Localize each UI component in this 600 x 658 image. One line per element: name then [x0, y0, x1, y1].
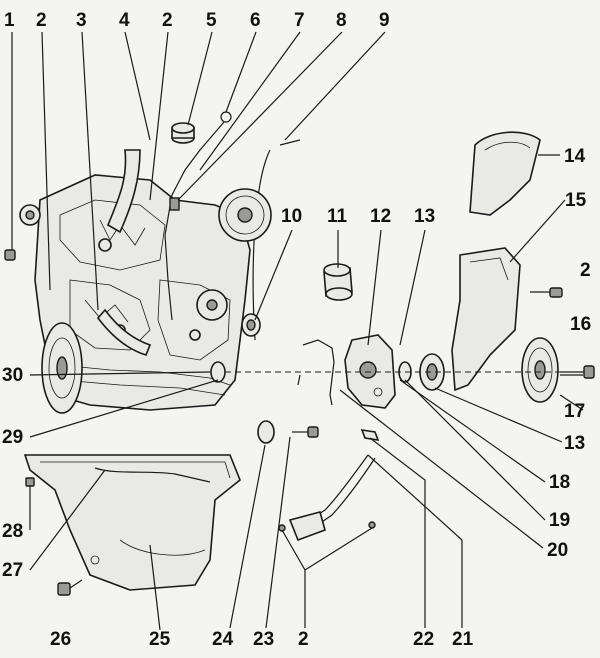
callout-21: 21: [452, 629, 474, 650]
callout-18: 18: [549, 472, 570, 493]
callout-26: 26: [50, 629, 71, 650]
callout-9: 9: [379, 10, 390, 31]
callout-11: 11: [327, 206, 348, 227]
callout-20: 20: [547, 540, 568, 561]
coolant-flange: [19, 204, 41, 226]
callout-13-top: 13: [414, 206, 435, 227]
callout-6: 6: [250, 10, 261, 31]
callout-16: 16: [570, 314, 591, 335]
callout-10: 10: [281, 206, 302, 227]
bolt-1: [4, 249, 16, 261]
camshaft-pulley: [218, 188, 272, 242]
oil-pan-gasket: [94, 467, 211, 483]
callout-24: 24: [212, 629, 234, 650]
callout-5: 5: [206, 10, 217, 31]
oil-filler-cap: [171, 122, 195, 144]
gasket-piece: [360, 429, 380, 441]
callout-8: 8: [336, 10, 347, 31]
callout-2-right: 2: [580, 260, 591, 281]
callout-1: 1: [4, 10, 15, 31]
leader-lines: [11, 31, 584, 631]
guide-roller: [323, 263, 353, 301]
callout-22: 22: [413, 629, 434, 650]
tensioner-roller: [241, 313, 261, 337]
cover-bolt: [530, 287, 563, 298]
engine-block: [34, 174, 251, 411]
callout-17: 17: [564, 401, 585, 422]
drain-plug: [57, 555, 100, 596]
callout-7: 7: [294, 10, 305, 31]
drain-bolt: [292, 426, 319, 438]
oil-pan: [23, 454, 241, 591]
callout-2-bottom: 2: [298, 629, 309, 650]
callout-25: 25: [149, 629, 171, 650]
pump-gasket: [297, 339, 335, 406]
callout-19: 19: [549, 510, 570, 531]
pan-bolt: [25, 477, 35, 500]
dipstick: [164, 111, 232, 321]
callout-23: 23: [253, 629, 274, 650]
timing-belt: [252, 139, 301, 341]
callout-15: 15: [565, 190, 587, 211]
coolant-pipe: [96, 149, 152, 356]
callout-3: 3: [76, 10, 87, 31]
rear-seal: [210, 361, 226, 383]
flywheel: [41, 322, 83, 414]
callout-27: 27: [2, 560, 23, 581]
seal-ring: [257, 420, 275, 444]
timing-cover-lower: [451, 247, 521, 392]
callout-12: 12: [370, 206, 391, 227]
crankshaft-pulley: [521, 337, 559, 403]
pulley-bolt: [560, 365, 595, 379]
crank-sprocket: [196, 289, 228, 321]
callout-labels: 1 2 3 4 2 5 6 7 8 9 10 11 12 13 14 15 2 …: [2, 10, 591, 650]
callout-14: 14: [564, 146, 586, 167]
callout-13-right: 13: [564, 433, 585, 454]
oil-pickup-pipe: [278, 454, 376, 542]
callout-2-top: 2: [162, 10, 173, 31]
callout-2-top-left: 2: [36, 10, 47, 31]
callout-30: 30: [2, 365, 23, 386]
timing-cover-upper: [469, 131, 541, 216]
callout-29: 29: [2, 427, 23, 448]
callout-4: 4: [119, 10, 130, 31]
callout-28: 28: [2, 521, 23, 542]
